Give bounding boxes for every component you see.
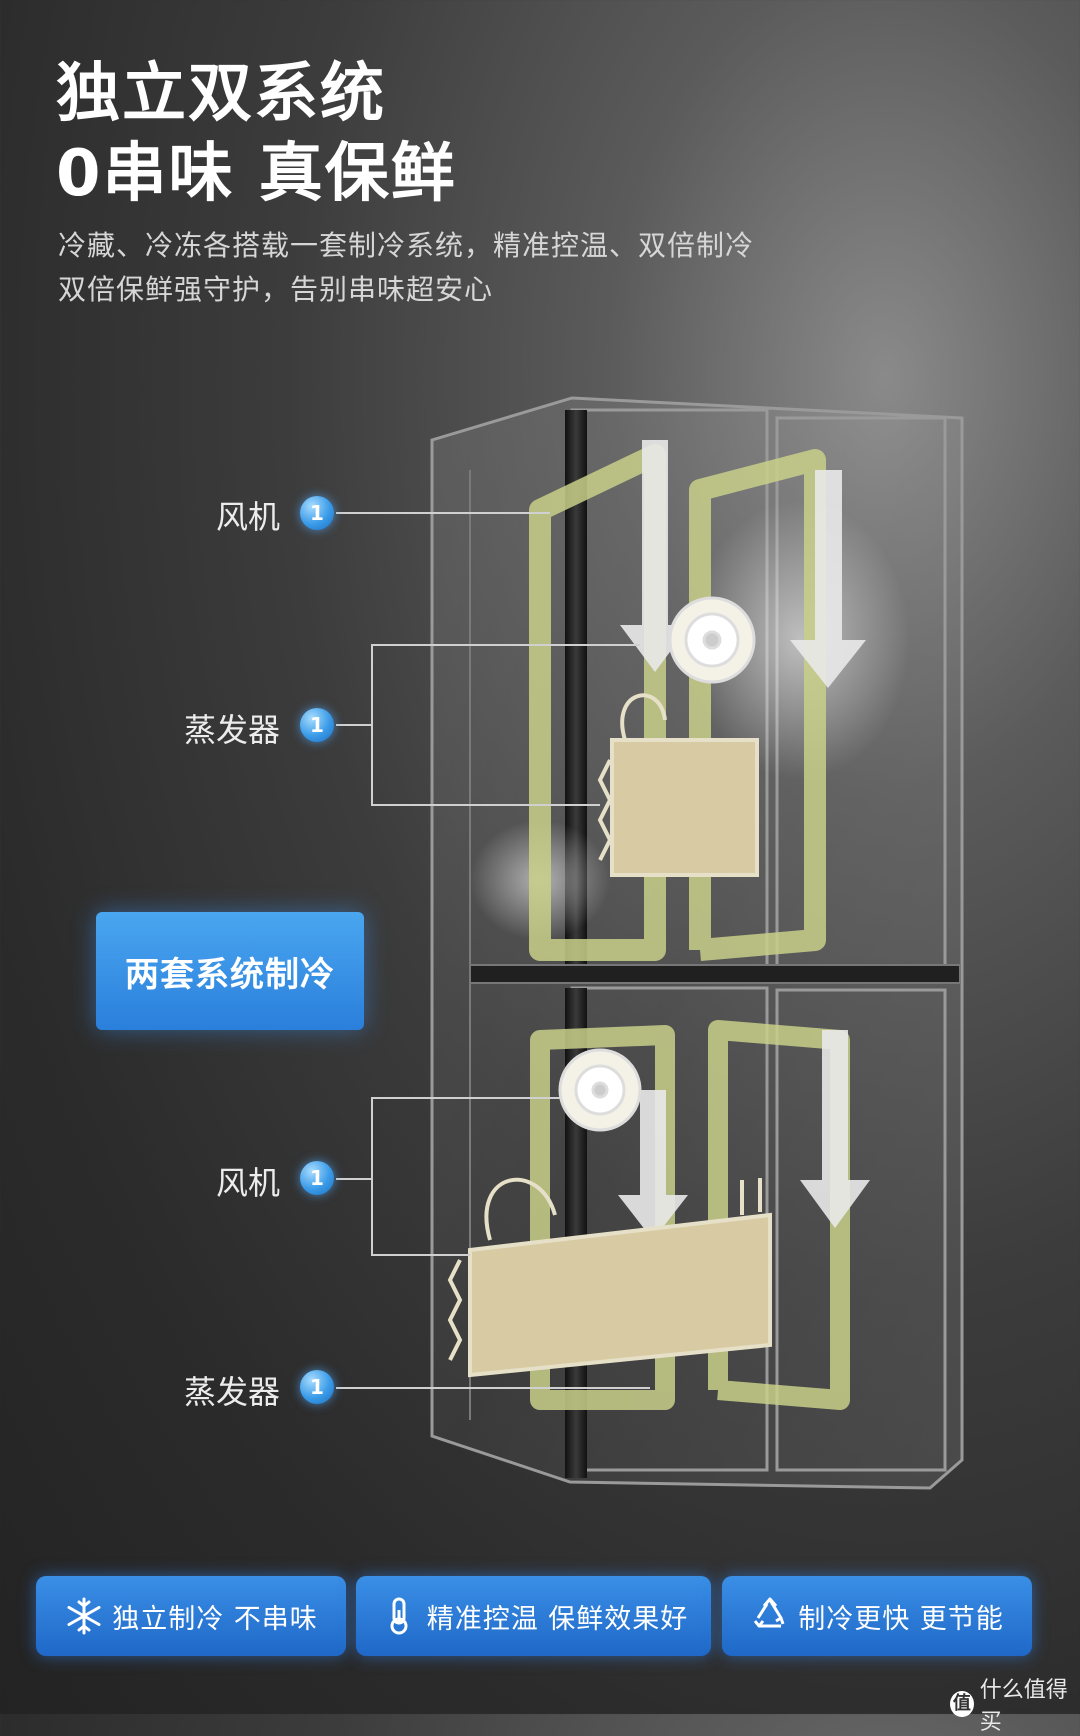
description-line-1: 冷藏、冷冻各搭载一套制冷系统，精准控温、双倍制冷 [58,229,755,262]
recycle-icon [754,1597,785,1628]
callout-label-evaporator-bottom: 蒸发器 [183,1373,280,1411]
feature-label: 独立制冷 不串味 [112,1603,318,1635]
feature-label: 精准控温 保鲜效果好 [426,1603,689,1635]
feature-label: 制冷更快 更节能 [798,1603,1004,1635]
callout-label-fan-top: 风机 [215,498,280,536]
snowflake-icon [67,1597,101,1635]
feature-energy-saving: 制冷更快 更节能 [722,1576,1032,1656]
watermark-logo-icon: 值 [950,1691,974,1717]
airflow-arrows [618,440,870,1240]
callout-badge-fan-top: 1 [300,496,334,530]
feature-independent-cooling: 独立制冷 不串味 [36,1576,346,1656]
bottom-evaporator [447,1177,772,1378]
callout-badge-evaporator-bottom: 1 [300,1370,334,1404]
thermometer-icon [390,1597,408,1635]
watermark: 值 什么值得买 [950,1672,1080,1736]
two-systems-badge: 两套系统制冷 [96,912,364,1030]
page-title-line-2: 0串味 真保鲜 [56,137,457,211]
top-evaporator [597,693,759,877]
callout-badge-evaporator-top: 1 [300,708,334,742]
callout-badge-fan-bottom: 1 [300,1161,334,1195]
callout-label-evaporator-top: 蒸发器 [183,711,280,749]
top-fan-icon [668,596,756,684]
watermark-text: 什么值得买 [979,1678,1068,1735]
middle-divider [469,964,961,984]
callout-lines [336,512,650,1389]
feature-precise-temperature: 精准控温 保鲜效果好 [356,1576,711,1656]
bottom-fan-icon [558,1048,642,1132]
callout-label-fan-bottom: 风机 [215,1164,280,1202]
page-title-line-1: 独立双系统 [56,57,386,131]
description-line-2: 双倍保鲜强守护，告别串味超安心 [58,273,494,306]
